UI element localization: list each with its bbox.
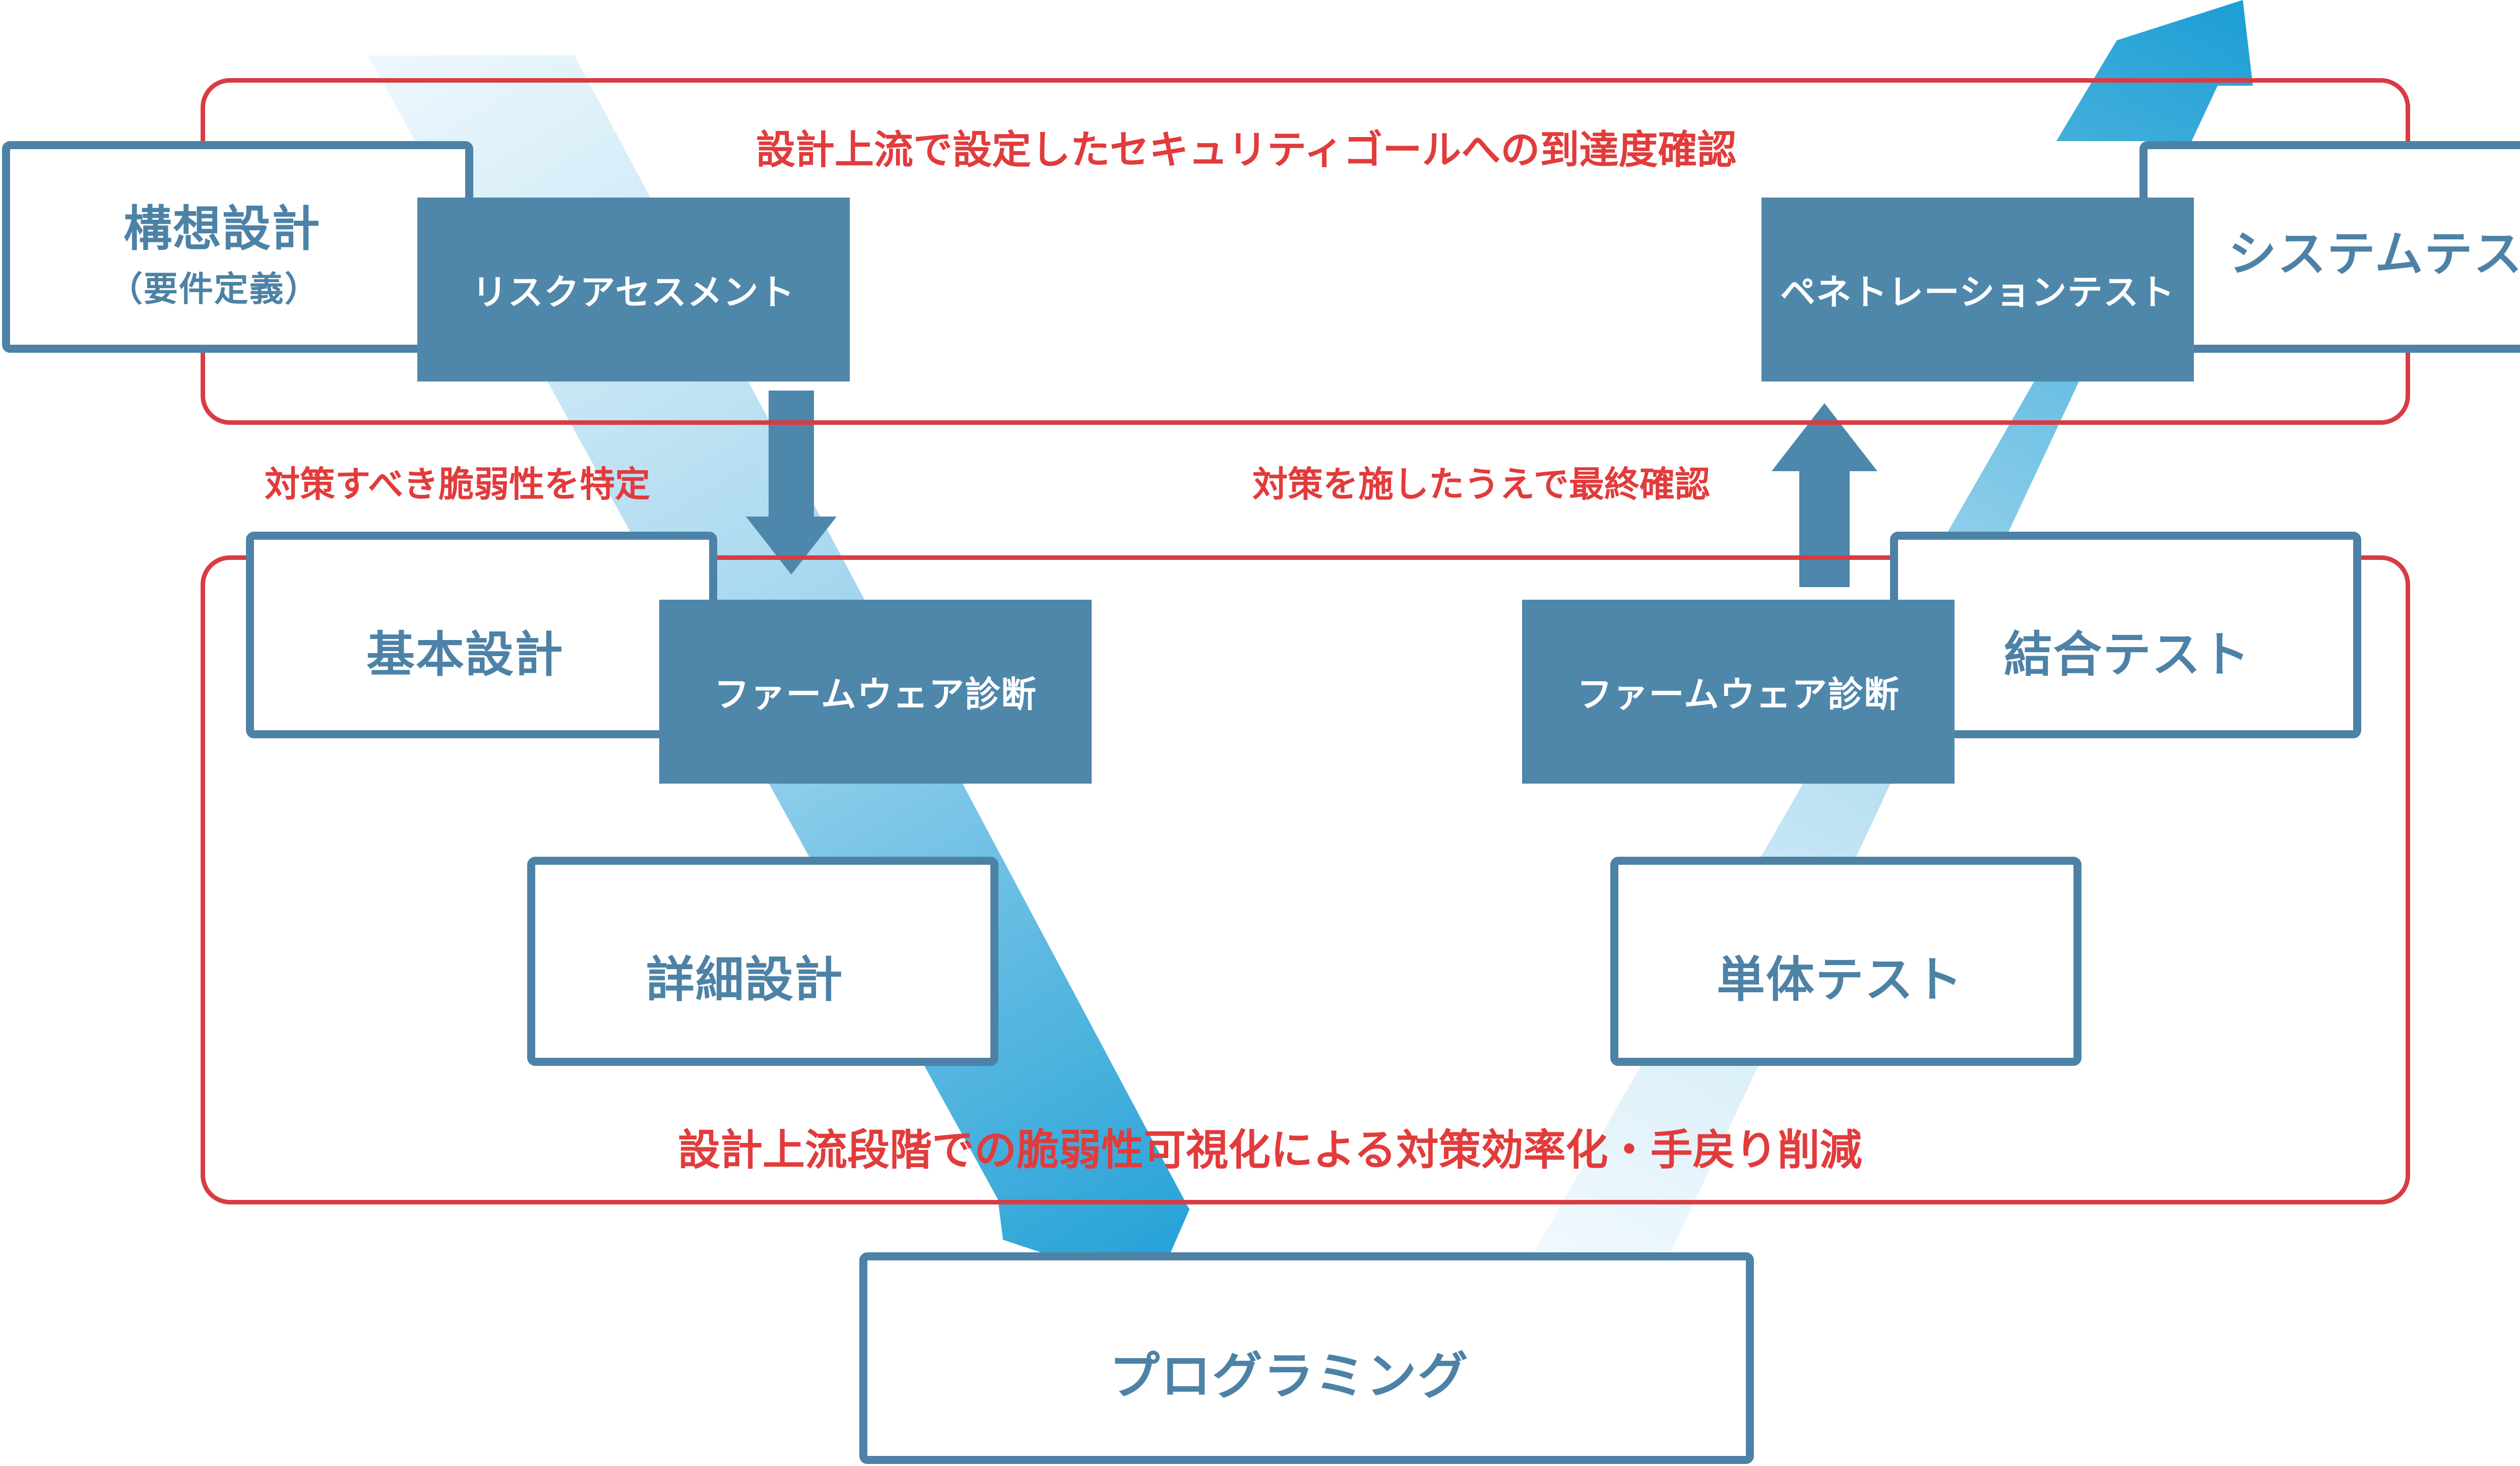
stage-programming: プログラミング [859, 1252, 1754, 1464]
activity-risk-assessment: リスクアセスメント [417, 198, 850, 381]
concept-design-sub: （要件定義） [108, 270, 320, 309]
integration-test-label: 結合テスト [2004, 626, 2251, 683]
concept-design-label: 構想設計 [123, 201, 321, 257]
annotation-identify: 対策すべき脆弱性を特定 [265, 464, 651, 505]
down-arrow [746, 391, 837, 575]
stage-system-test: システムテスト [2139, 141, 2520, 353]
stage-unit-test: 単体テスト [1610, 857, 2082, 1066]
stage-integration-test: 結合テスト [1890, 532, 2361, 738]
annotation-upper-goal: 設計上流で設定したセキュリティゴールへの到達度確認 [756, 128, 1737, 173]
detailed-design-label: 詳細設計 [646, 951, 844, 1008]
stage-detailed-design: 詳細設計 [527, 857, 998, 1066]
annotation-final-check: 対策を施したうえで最終確認 [1252, 464, 1710, 505]
annotation-lower-goal: 設計上流段階での脆弱性可視化による対策効率化・手戻り削減 [678, 1125, 1862, 1175]
unit-test-label: 単体テスト [1717, 951, 1964, 1008]
stage-basic-design: 基本設計 [246, 532, 717, 738]
system-test-label: システムテスト [2228, 226, 2520, 282]
stage-concept-design: 構想設計 （要件定義） [2, 141, 473, 353]
basic-design-label: 基本設計 [366, 626, 564, 683]
activity-firmware-right: ファームウェア診断 [1522, 600, 1955, 784]
v-up-arrow [1512, 0, 2253, 1290]
lower-phase-frame [201, 555, 2410, 1204]
activity-penetration-test: ペネトレーションテスト [1761, 198, 2194, 381]
programming-label: プログラミング [1109, 1347, 1469, 1406]
up-arrow [1772, 403, 1877, 587]
activity-firmware-left: ファームウェア診断 [659, 600, 1092, 784]
